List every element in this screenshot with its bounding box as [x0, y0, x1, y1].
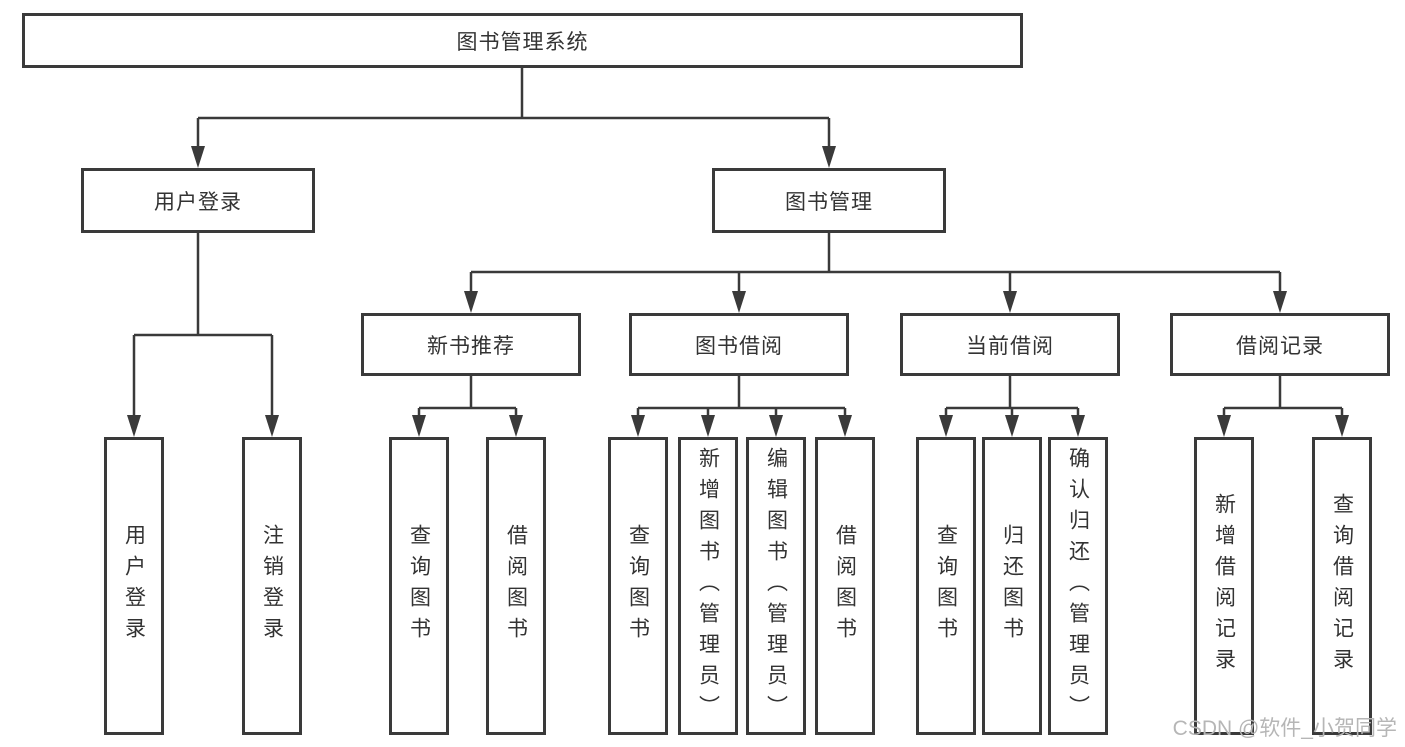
- arrow-down-icon: [1071, 415, 1085, 437]
- arrow-down-icon: [127, 415, 141, 437]
- leaf-add-book-admin: 新增图书（管理员）: [678, 437, 738, 735]
- arrow-down-icon: [464, 291, 478, 313]
- arrow-down-icon: [1003, 291, 1017, 313]
- leaf-label: 新增借阅记录: [1212, 493, 1236, 679]
- arrow-down-icon: [509, 415, 523, 437]
- arrow-down-icon: [1217, 415, 1231, 437]
- arrow-down-icon: [769, 415, 783, 437]
- node-label: 图书管理: [785, 190, 873, 214]
- leaf-label: 查询图书: [626, 524, 650, 648]
- node-label: 借阅记录: [1236, 334, 1324, 358]
- arrow-down-icon: [732, 291, 746, 313]
- leaf-edit-book-admin: 编辑图书（管理员）: [746, 437, 806, 735]
- arrow-down-icon: [701, 415, 715, 437]
- leaf-label: 归还图书: [1000, 524, 1024, 648]
- arrow-down-icon: [1273, 291, 1287, 313]
- arrow-down-icon: [191, 146, 205, 168]
- leaf-label: 用户登录: [122, 524, 146, 648]
- leaf-borrow-books: 借阅图书: [815, 437, 875, 735]
- leaf-user-login: 用户登录: [104, 437, 164, 735]
- leaf-logout-login: 注销登录: [242, 437, 302, 735]
- leaf-label: 查询图书: [407, 524, 431, 648]
- node-book-borrowing: 图书借阅: [629, 313, 849, 376]
- leaf-query-borrow-record: 查询借阅记录: [1312, 437, 1372, 735]
- leaf-label: 新增图书（管理员）: [696, 446, 720, 726]
- leaf-label: 借阅图书: [504, 524, 528, 648]
- node-label: 图书管理系统: [456, 30, 589, 54]
- node-library-management-system: 图书管理系统: [22, 13, 1023, 68]
- csdn-watermark: CSDN @软件_小贺同学: [1172, 717, 1397, 740]
- leaf-label: 编辑图书（管理员）: [764, 446, 788, 726]
- arrow-down-icon: [1335, 415, 1349, 437]
- arrow-down-icon: [838, 415, 852, 437]
- leaf-add-borrow-record: 新增借阅记录: [1194, 437, 1254, 735]
- leaf-confirm-return-admin: 确认归还（管理员）: [1048, 437, 1108, 735]
- leaf-query-books-current: 查询图书: [916, 437, 976, 735]
- arrow-down-icon: [1005, 415, 1019, 437]
- node-new-book-recommendation: 新书推荐: [361, 313, 581, 376]
- node-user-login: 用户登录: [81, 168, 315, 233]
- node-book-management: 图书管理: [712, 168, 946, 233]
- arrow-down-icon: [412, 415, 426, 437]
- leaf-label: 借阅图书: [833, 524, 857, 648]
- arrow-down-icon: [822, 146, 836, 168]
- arrow-down-icon: [631, 415, 645, 437]
- node-label: 图书借阅: [695, 334, 783, 358]
- arrow-down-icon: [265, 415, 279, 437]
- node-label: 新书推荐: [427, 334, 515, 358]
- leaf-label: 注销登录: [260, 524, 284, 648]
- node-label: 当前借阅: [966, 334, 1054, 358]
- node-current-borrowing: 当前借阅: [900, 313, 1120, 376]
- leaf-borrow-books-recommend: 借阅图书: [486, 437, 546, 735]
- leaf-label: 查询借阅记录: [1330, 493, 1354, 679]
- leaf-query-books-recommend: 查询图书: [389, 437, 449, 735]
- leaf-query-books-borrowing: 查询图书: [608, 437, 668, 735]
- arrow-down-icon: [939, 415, 953, 437]
- node-label: 用户登录: [154, 190, 242, 214]
- leaf-return-books: 归还图书: [982, 437, 1042, 735]
- leaf-label: 确认归还（管理员）: [1066, 446, 1090, 726]
- node-borrowing-records: 借阅记录: [1170, 313, 1390, 376]
- leaf-label: 查询图书: [934, 524, 958, 648]
